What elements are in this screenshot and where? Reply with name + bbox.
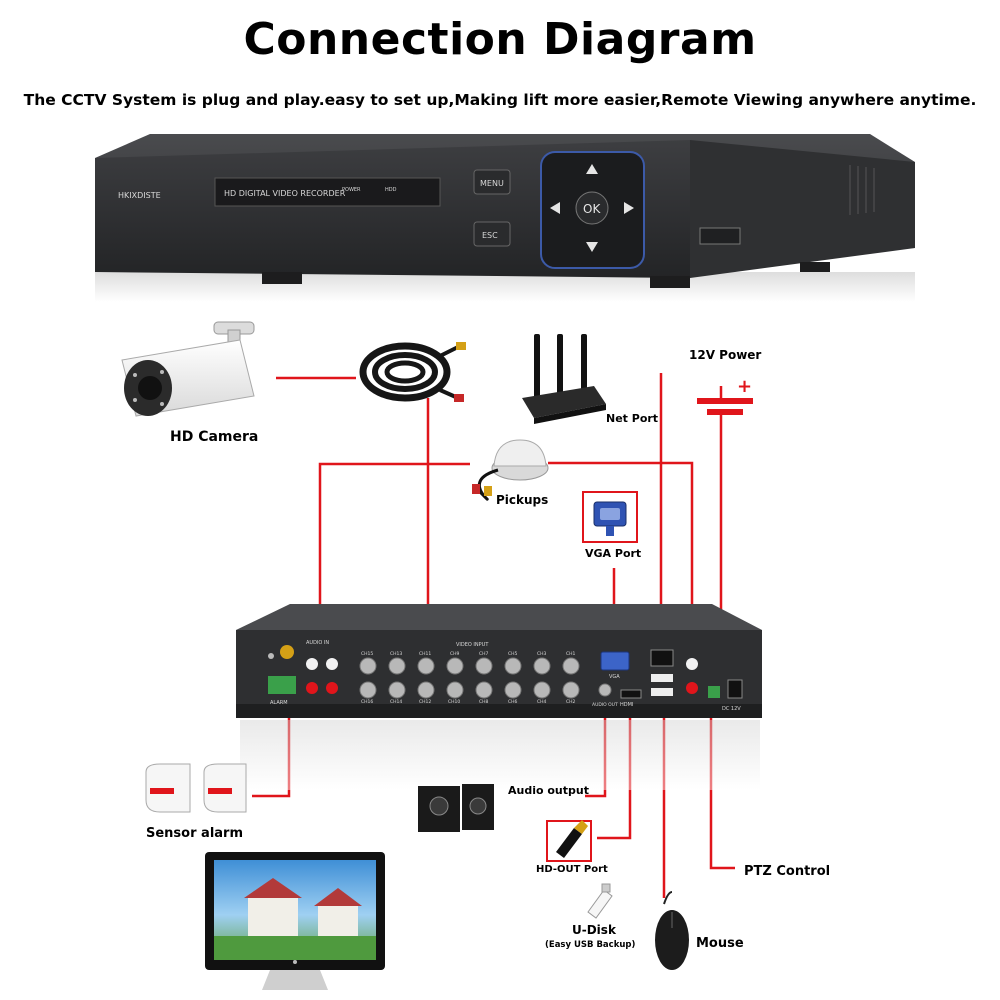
hd-camera-icon [121,321,255,417]
ch-top-label: CH7 [479,651,489,657]
ch-bottom-label: CH4 [537,699,547,705]
net-port-label: Net Port [606,412,659,425]
rear-hdmi-label: HDMI [620,702,633,708]
ch-bottom-label: CH10 [448,699,460,705]
mouse-icon [655,891,689,970]
ch-bottom-label: CH8 [479,699,489,705]
front-brand: HKIXDISTE [118,191,161,200]
arrow-right-icon[interactable] [624,202,634,214]
ch-top-label: CH15 [361,651,373,657]
ch-bottom-label: CH14 [390,699,402,705]
rear-video-input-label: VIDEO INPUT [456,642,489,648]
hdmi-cable-icon [556,820,588,858]
ch-top-label: CH3 [537,651,547,657]
hd-camera-label: HD Camera [170,429,259,445]
sensor-alarm-label: Sensor alarm [146,826,243,841]
rear-alarm-label: ALARM [270,700,288,706]
ch-bottom-label: CH12 [419,699,431,705]
front-ok-button[interactable] [575,191,609,225]
mouse-label: Mouse [696,936,744,951]
bnc-port-grid [359,657,580,699]
page-title: Connection Diagram [243,14,757,65]
usb-disk-icon [587,883,613,919]
page-subtitle: The CCTV System is plug and play.easy to… [23,91,977,109]
pickups-label: Pickups [496,493,549,507]
svg-text:+: + [737,376,752,397]
ch-top-label: CH11 [419,651,431,657]
rear-vga-label: VGA [609,674,620,680]
dc-power-icon: + [697,376,753,432]
ch-top-label: CH13 [390,651,402,657]
bnc-cable-icon [359,342,466,402]
front-menu-button[interactable] [473,169,511,195]
arrow-down-icon[interactable] [586,242,598,252]
ch-top-label: CH9 [450,651,460,657]
ch-bottom-label: CH2 [566,699,576,705]
rear-dc-label: DC 12V [722,706,741,712]
dvr-rear-unit: ALARM AUDIO IN VIDEO INPUT CH15 CH13 CH1… [236,604,762,790]
rear-audio-in-label: AUDIO IN [306,640,329,646]
vga-port-label: VGA Port [585,547,642,560]
speaker-icon [418,784,494,832]
u-disk-label: U-Disk [572,923,616,937]
pickup-microphone-icon [472,439,549,501]
monitor-icon [205,852,385,990]
ch-bottom-label: CH6 [508,699,518,705]
audio-output-label: Audio output [508,784,589,797]
arrow-up-icon[interactable] [586,164,598,174]
arrow-left-icon[interactable] [550,202,560,214]
front-power-label: POWER [342,187,361,193]
front-hdd-label: HDD [385,187,397,193]
sensor-alarm-icon [145,763,247,813]
ch-top-label: CH1 [566,651,576,657]
dvr-front-unit: HKIXDISTE HD DIGITAL VIDEO RECORDER POWE… [95,134,915,302]
ch-bottom-label: CH16 [361,699,373,705]
front-menu-label: MENU [480,179,504,188]
rear-audio-out-label: AUDIO OUT [592,702,618,708]
audio-in-ports [306,658,338,694]
vga-cable-icon [593,501,627,536]
front-model-label: HD DIGITAL VIDEO RECORDER [224,189,346,198]
front-esc-label: ESC [482,231,498,240]
power-12v-label: 12V Power [689,348,762,362]
hd-out-port-label: HD-OUT Port [536,864,608,875]
ch-top-label: CH5 [508,651,518,657]
front-ok-label: OK [583,202,601,216]
router-icon [522,334,606,424]
u-disk-note: (Easy USB Backup) [545,940,636,950]
ptz-control-label: PTZ Control [744,864,831,879]
front-esc-button[interactable] [473,221,511,247]
